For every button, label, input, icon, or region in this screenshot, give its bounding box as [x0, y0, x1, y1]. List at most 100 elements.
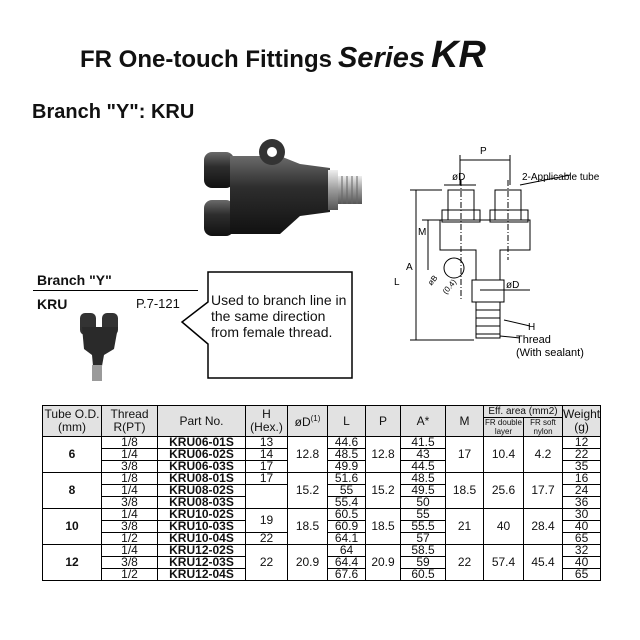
cell-weight: 32	[561, 544, 602, 557]
dim-label-p: P	[480, 146, 487, 157]
cell-fr-double: 10.4	[483, 436, 524, 473]
callout-box	[180, 271, 353, 379]
product-photo-small	[80, 313, 118, 381]
cell-fr-soft: 17.7	[523, 472, 563, 509]
dim-label-l: L	[394, 277, 400, 288]
cell-od: 12.8	[287, 436, 328, 473]
cell-a: 59	[400, 556, 446, 569]
dim-label-thread: Thread	[516, 334, 551, 346]
cell-h	[245, 484, 288, 509]
dim-label-m: M	[418, 227, 426, 238]
cell-od: 20.9	[287, 544, 328, 581]
cell-a: 55	[400, 508, 446, 521]
cell-h: 17	[245, 460, 288, 473]
cell-part-no: KRU06-02S	[157, 448, 246, 461]
spec-table: Tube O.D. (mm) Thread R(PT) Part No. H (…	[42, 405, 602, 581]
dim-label-h: H	[528, 322, 535, 333]
cell-part-no: KRU08-03S	[157, 496, 246, 509]
cell-tube-od: 12	[42, 544, 102, 581]
cell-p: 15.2	[365, 472, 401, 509]
product-photo-main	[204, 139, 362, 236]
cell-thread: 1/2	[101, 568, 158, 581]
cell-fr-soft: 4.2	[523, 436, 563, 473]
dim-label-04: (0.4)	[441, 277, 459, 296]
cell-h: 19	[245, 508, 288, 533]
cell-od: 18.5	[287, 508, 328, 545]
cell-fr-soft: 45.4	[523, 544, 563, 581]
callout-description: Used to branch line in the same directio…	[211, 292, 347, 340]
dim-label-od-top: øD	[452, 172, 465, 183]
cell-tube-od: 6	[42, 436, 102, 473]
cell-part-no: KRU06-03S	[157, 460, 246, 473]
branch-label: Branch "Y"	[37, 272, 112, 288]
col-weight: Weight (g)	[561, 405, 602, 437]
title-text: FR One-touch Fittings	[80, 46, 332, 73]
cell-a: 49.5	[400, 484, 446, 497]
cell-h: 17	[245, 472, 288, 485]
cell-l: 55	[327, 484, 366, 497]
cell-h: 22	[245, 532, 288, 545]
dim-label-od-bottom: øD	[506, 280, 519, 291]
cell-l: 67.6	[327, 568, 366, 581]
table-header: Tube O.D. (mm) Thread R(PT) Part No. H (…	[42, 405, 602, 437]
cell-part-no: KRU12-04S	[157, 568, 246, 581]
cell-a: 60.5	[400, 568, 446, 581]
col-m: M	[445, 405, 484, 437]
title-series-code: KR	[431, 34, 486, 76]
cell-m: 21	[445, 508, 484, 545]
cell-weight: 65	[561, 532, 602, 545]
cell-a: 44.5	[400, 460, 446, 473]
cell-l: 49.9	[327, 460, 366, 473]
page-reference: P.7-121	[136, 296, 180, 311]
cell-m: 18.5	[445, 472, 484, 509]
cell-h: 22	[245, 544, 288, 581]
col-part-no: Part No.	[157, 405, 246, 437]
col-od: øD(1)	[287, 405, 328, 437]
cell-weight: 65	[561, 568, 602, 581]
col-h: H (Hex.)	[245, 405, 288, 437]
cell-part-no: KRU12-03S	[157, 556, 246, 569]
col-l: L	[327, 405, 366, 437]
cell-m: 17	[445, 436, 484, 473]
dim-label-ob: øB	[426, 274, 439, 288]
col-thread: Thread R(PT)	[101, 405, 158, 437]
dim-label-a: A	[406, 262, 413, 273]
cell-fr-double: 57.4	[483, 544, 524, 581]
col-a: A*	[400, 405, 446, 437]
dimension-diagram: P øD 2-Applicable tube M A L øB (0.4) øD…	[394, 146, 600, 359]
cell-fr-soft: 28.4	[523, 508, 563, 545]
cell-a: 50	[400, 496, 446, 509]
col-fr-double: FR double layer	[483, 417, 524, 437]
cell-l: 60.9	[327, 520, 366, 533]
cell-l: 55.4	[327, 496, 366, 509]
cell-a: 41.5	[400, 436, 446, 449]
col-p: P	[365, 405, 401, 437]
cell-l: 48.5	[327, 448, 366, 461]
cell-thread: 1/4	[101, 508, 158, 521]
cell-weight: 40	[561, 556, 602, 569]
col-eff-area: Eff. area (mm2)	[483, 405, 563, 418]
cell-od: 15.2	[287, 472, 328, 509]
cell-l: 64	[327, 544, 366, 557]
cell-weight: 16	[561, 472, 602, 485]
dim-label-sealant: (With sealant)	[516, 347, 584, 359]
cell-thread: 3/8	[101, 556, 158, 569]
cell-a: 55.5	[400, 520, 446, 533]
dim-label-tube: 2-Applicable tube	[522, 172, 600, 183]
title-series-word: Series	[337, 42, 426, 74]
cell-m: 22	[445, 544, 484, 581]
page-subtitle: Branch "Y": KRU	[32, 101, 195, 123]
cell-p: 20.9	[365, 544, 401, 581]
cell-p: 12.8	[365, 436, 401, 473]
col-fr-soft: FR soft nylon	[523, 417, 563, 437]
cell-thread: 1/4	[101, 484, 158, 497]
